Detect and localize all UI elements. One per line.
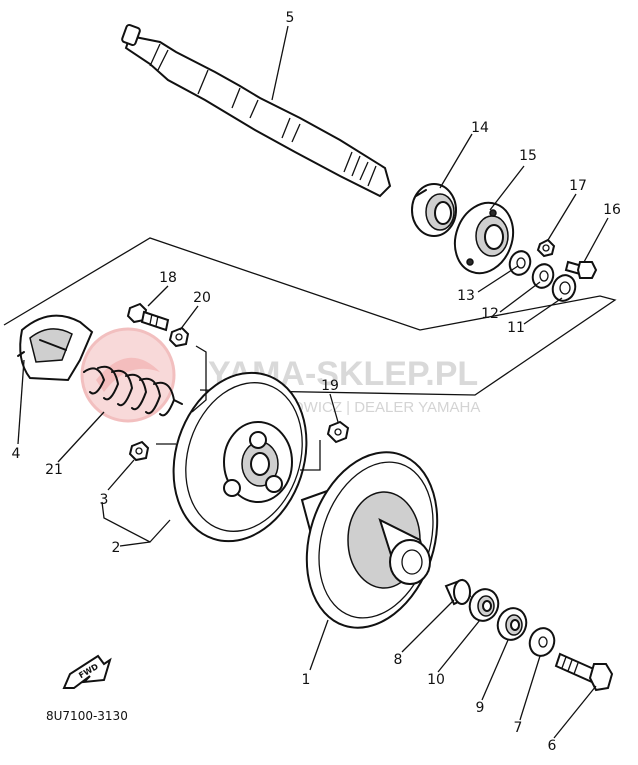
callout-21: 21: [45, 462, 63, 478]
callout-16: 16: [603, 202, 621, 218]
part-5-shaft[interactable]: [121, 23, 392, 198]
fwd-arrow-icon: FWD: [62, 654, 112, 689]
callout-1: 1: [302, 672, 311, 688]
part-6-bolt[interactable]: [554, 652, 614, 692]
part-12-washer[interactable]: [529, 261, 556, 290]
callout-19: 19: [321, 378, 339, 394]
part-3-nut[interactable]: [128, 440, 150, 462]
callout-4: 4: [12, 446, 21, 462]
part-8-collar[interactable]: [444, 578, 472, 606]
diagram-code: 8U7100-3130: [46, 709, 128, 723]
callout-18: 18: [159, 270, 177, 286]
group-outline-upper: [3, 237, 617, 396]
part-7-washer[interactable]: [526, 625, 558, 660]
callout-numbers: 5 14 15 17 16 13 12 11 18 20 19 4 21 3 2…: [12, 10, 621, 754]
part-10-oil-seal[interactable]: [465, 585, 502, 625]
group-brackets: [101, 345, 321, 543]
callout-15: 15: [519, 148, 537, 164]
callout-8: 8: [394, 652, 403, 668]
callout-9: 9: [476, 700, 485, 716]
callout-13: 13: [457, 288, 475, 304]
part-17-nut[interactable]: [536, 238, 556, 258]
part-1-fixed-sheave[interactable]: [285, 435, 459, 645]
part-16-bolt[interactable]: [564, 260, 598, 279]
part-4-spring-seat[interactable]: [17, 314, 94, 382]
callout-17: 17: [569, 178, 587, 194]
part-14-bearing[interactable]: [411, 183, 457, 237]
leader-lines: [17, 25, 609, 739]
part-18-bolt[interactable]: [126, 302, 170, 332]
part-20-nut[interactable]: [168, 326, 190, 348]
callout-14: 14: [471, 120, 489, 136]
callout-10: 10: [427, 672, 445, 688]
part-13-washer[interactable]: [506, 248, 533, 277]
callout-11: 11: [507, 320, 525, 336]
callout-3: 3: [100, 492, 109, 508]
part-19-nut[interactable]: [326, 420, 350, 444]
callout-20: 20: [193, 290, 211, 306]
callout-7: 7: [514, 720, 523, 736]
part-21-spring[interactable]: [83, 365, 183, 417]
callout-2: 2: [112, 540, 121, 556]
part-9-bearing[interactable]: [493, 604, 530, 644]
watermark-logo-swirl: [96, 357, 160, 392]
part-2-sliding-sheave[interactable]: [153, 355, 328, 558]
callout-5: 5: [286, 10, 295, 26]
callout-6: 6: [548, 738, 557, 754]
callout-12: 12: [481, 306, 499, 322]
part-15-housing[interactable]: [445, 195, 522, 282]
